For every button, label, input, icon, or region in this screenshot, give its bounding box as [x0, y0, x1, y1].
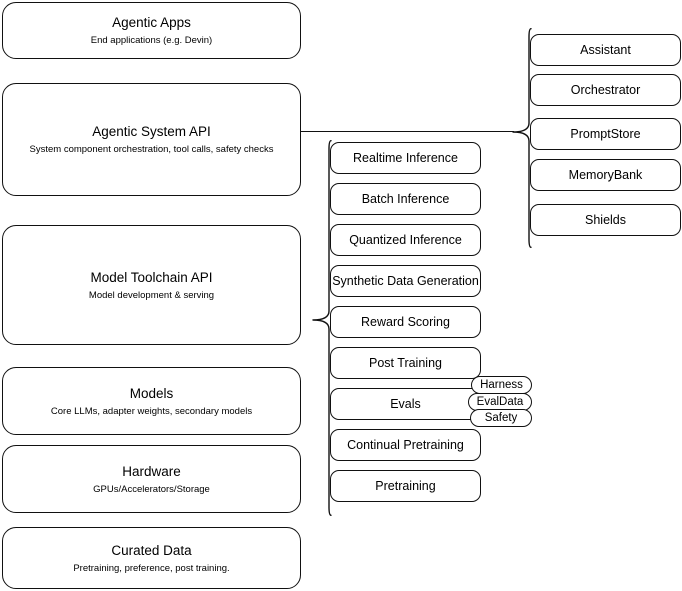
layer-box-agentic-system-api[interactable]: Agentic System API System component orche… [2, 83, 301, 196]
eval-tag-safety-label: Safety [484, 412, 518, 424]
component-box-shields-label: Shields [585, 212, 626, 227]
capability-box-continual-pretraining[interactable]: Continual Pretraining [330, 429, 481, 461]
capability-box-evals[interactable]: Evals [330, 388, 481, 420]
layer-subtitle-agentic-apps: End applications (e.g. Devin) [90, 35, 213, 46]
layer-title-models: Models [129, 385, 174, 401]
eval-tag-safety[interactable]: Safety [470, 409, 532, 427]
layer-subtitle-agentic-system-api: System component orchestration, tool cal… [29, 144, 274, 155]
layer-title-curated-data: Curated Data [111, 542, 192, 558]
capability-box-evals-label: Evals [390, 396, 421, 411]
capability-box-reward-scoring-label: Reward Scoring [361, 314, 450, 329]
component-box-memorybank-label: MemoryBank [568, 167, 643, 182]
component-box-promptstore-label: PromptStore [570, 126, 641, 141]
component-box-memorybank[interactable]: MemoryBank [530, 159, 681, 191]
component-box-assistant[interactable]: Assistant [530, 34, 681, 66]
layer-subtitle-curated-data: Pretraining, preference, post training. [73, 562, 230, 574]
connector-line-agentic-system [301, 131, 514, 133]
capability-box-synthetic-data-generation-label: Synthetic Data Generation [332, 273, 479, 288]
layer-subtitle-models: Core LLMs, adapter weights, secondary mo… [50, 405, 253, 417]
capability-box-realtime-inference[interactable]: Realtime Inference [330, 142, 481, 174]
right-brace [512, 28, 532, 248]
capability-box-pretraining-label: Pretraining [375, 478, 436, 493]
component-box-orchestrator[interactable]: Orchestrator [530, 74, 681, 106]
capability-box-quantized-inference[interactable]: Quantized Inference [330, 224, 481, 256]
eval-tag-harness[interactable]: Harness [471, 376, 532, 394]
capability-box-post-training[interactable]: Post Training [330, 347, 481, 379]
layer-title-agentic-apps: Agentic Apps [112, 15, 191, 30]
capability-box-reward-scoring[interactable]: Reward Scoring [330, 306, 481, 338]
capability-box-quantized-inference-label: Quantized Inference [349, 232, 462, 247]
component-box-orchestrator-label: Orchestrator [570, 82, 641, 97]
capability-box-batch-inference[interactable]: Batch Inference [330, 183, 481, 215]
capability-box-pretraining[interactable]: Pretraining [330, 470, 481, 502]
layer-title-agentic-system-api: Agentic System API [92, 124, 211, 139]
layer-title-model-toolchain-api: Model Toolchain API [90, 269, 213, 285]
capability-box-post-training-label: Post Training [369, 355, 442, 370]
component-box-shields[interactable]: Shields [530, 204, 681, 236]
eval-tag-harness-label: Harness [480, 379, 523, 391]
capability-box-synthetic-data-generation[interactable]: Synthetic Data Generation [330, 265, 481, 297]
component-box-assistant-label: Assistant [580, 42, 631, 57]
layer-title-hardware: Hardware [122, 463, 181, 479]
eval-tag-evaldata-label: EvalData [476, 396, 524, 408]
capability-box-realtime-inference-label: Realtime Inference [353, 150, 458, 165]
middle-brace [312, 140, 332, 516]
capability-box-continual-pretraining-label: Continual Pretraining [347, 437, 464, 452]
component-box-promptstore[interactable]: PromptStore [530, 118, 681, 150]
layer-box-model-toolchain-api[interactable]: Model Toolchain API Model development & s… [2, 225, 301, 345]
layer-subtitle-hardware: GPUs/Accelerators/Storage [93, 483, 210, 495]
capability-box-batch-inference-label: Batch Inference [361, 191, 450, 206]
layer-subtitle-model-toolchain-api: Model development & serving [88, 289, 215, 301]
